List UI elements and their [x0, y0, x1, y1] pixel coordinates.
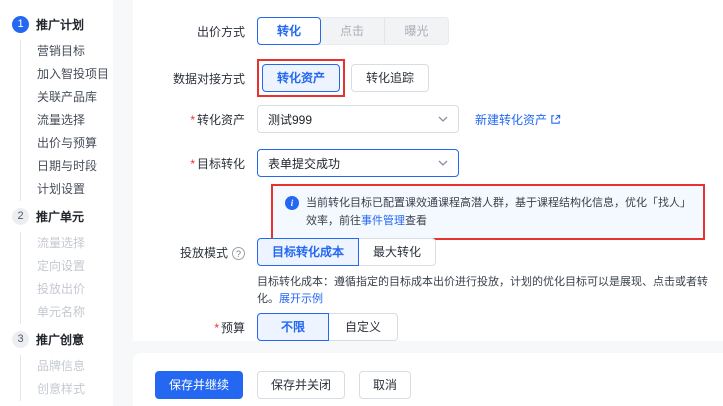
sidebar-item-unit-name: 单元名称: [37, 305, 86, 319]
data-connection-option-tracking[interactable]: 转化追踪: [351, 64, 430, 92]
cancel-button[interactable]: 取消: [359, 370, 412, 399]
expand-example-link[interactable]: 展开示例: [279, 293, 323, 305]
sidebar-item-marketing-goal[interactable]: 营销目标: [37, 44, 86, 58]
target-conversion-row: *目标转化 表单提交成功: [133, 149, 459, 177]
target-conversion-label: *目标转化: [190, 156, 245, 171]
chevron-down-icon: [438, 160, 448, 166]
sidebar-item-creative-style: 创意样式: [37, 382, 86, 396]
chevron-down-icon: [438, 116, 448, 122]
form-footer-bar: 保存并继续 保存并关闭 取消: [133, 353, 723, 406]
step-3-label: 推广创意: [36, 332, 85, 347]
steps-sidebar: 1 推广计划 营销目标 加入智投项目 关联产品库 流量选择 出价与预算 日期与时…: [0, 0, 113, 406]
plan-form-card: 出价方式 转化 点击 曝光 数据对接方式 转化资产 转化追踪 *转化资产 测试9…: [133, 0, 723, 341]
conversion-asset-label: *转化资产: [190, 112, 245, 127]
conversion-asset-select[interactable]: 测试999: [257, 105, 459, 133]
external-link-icon: [551, 114, 561, 124]
sidebar-item-smart-project[interactable]: 加入智投项目: [37, 67, 110, 81]
step-1-label: 推广计划: [36, 17, 85, 32]
conversion-asset-value: 测试999: [268, 112, 313, 127]
step-3-circle: 3: [12, 330, 29, 348]
required-asterisk: *: [190, 156, 195, 171]
save-and-close-button[interactable]: 保存并关闭: [257, 370, 346, 399]
sidebar-item-date-schedule[interactable]: 日期与时段: [37, 159, 98, 173]
bid-method-option-impression[interactable]: 曝光: [384, 18, 448, 44]
bid-method-segmented: 转化 点击 曝光: [257, 17, 449, 45]
annotation-highlight-conversion-asset: 转化资产: [257, 59, 346, 97]
step-2-label: 推广单元: [36, 209, 85, 224]
info-icon: i: [285, 196, 299, 210]
alert-text: 当前转化目标已配置课效通课程高潜人群，基于课程结构化信息，优化「找人」效率，前往…: [306, 197, 691, 227]
delivery-mode-option-target-cost[interactable]: 目标转化成本: [257, 238, 360, 266]
required-asterisk: *: [190, 112, 195, 127]
sidebar-item-unit-traffic: 流量选择: [37, 236, 86, 250]
delivery-mode-description: 目标转化成本：遵循指定的目标成本出价进行投放，计划的优化目标可以是展现、点击或者…: [257, 276, 708, 305]
budget-options: 不限 自定义: [257, 313, 398, 341]
sidebar-item-targeting: 定向设置: [37, 259, 86, 273]
conversion-target-alert: i 当前转化目标已配置课效通课程高潜人群，基于课程结构化信息，优化「找人」效率，…: [273, 186, 703, 238]
save-and-continue-button[interactable]: 保存并继续: [155, 370, 244, 399]
step-1-plan[interactable]: 1 推广计划: [12, 15, 113, 33]
target-conversion-select[interactable]: 表单提交成功: [257, 149, 459, 177]
budget-option-unlimited[interactable]: 不限: [257, 313, 329, 341]
bid-method-label: 出价方式: [196, 24, 245, 39]
bid-method-row: 出价方式 转化 点击 曝光: [133, 17, 449, 45]
budget-option-custom[interactable]: 自定义: [328, 313, 398, 341]
sidebar-item-traffic-select[interactable]: 流量选择: [37, 113, 86, 127]
target-conversion-value: 表单提交成功: [268, 156, 341, 171]
step-2-items: 流量选择 定向设置 投放出价 单元名称: [20, 232, 113, 324]
data-connection-label: 数据对接方式: [172, 71, 245, 86]
event-management-link[interactable]: 事件管理: [361, 215, 405, 227]
step-2-circle: 2: [12, 207, 29, 225]
delivery-mode-options: 目标转化成本 最大转化: [257, 238, 437, 266]
delivery-mode-row: 投放模式? 目标转化成本 最大转化: [133, 238, 437, 266]
delivery-mode-option-max-conversion[interactable]: 最大转化: [358, 238, 437, 266]
data-connection-option-asset[interactable]: 转化资产: [262, 64, 341, 92]
bid-method-option-conversion[interactable]: 转化: [257, 17, 321, 45]
step-1-items: 营销目标 加入智投项目 关联产品库 流量选择 出价与预算 日期与时段 计划设置: [20, 40, 113, 201]
required-asterisk: *: [214, 320, 219, 335]
sidebar-item-brand-info: 品牌信息: [37, 359, 86, 373]
create-conversion-asset-link[interactable]: 新建转化资产: [475, 111, 561, 128]
sidebar-item-bid-budget[interactable]: 出价与预算: [37, 136, 98, 150]
data-connection-row: 数据对接方式 转化资产 转化追踪: [133, 59, 430, 97]
help-icon[interactable]: ?: [232, 247, 245, 260]
step-1-circle: 1: [12, 15, 29, 33]
budget-label: *预算: [214, 320, 245, 335]
sidebar-item-unit-bid: 投放出价: [37, 282, 86, 296]
step-2-unit[interactable]: 2 推广单元: [12, 207, 113, 225]
conversion-asset-row: *转化资产 测试999 新建转化资产: [133, 105, 561, 133]
step-3-creative[interactable]: 3 推广创意: [12, 330, 113, 348]
annotation-highlight-alert: i 当前转化目标已配置课效通课程高潜人群，基于课程结构化信息，优化「找人」效率，…: [271, 184, 705, 240]
delivery-mode-label: 投放模式?: [133, 244, 245, 261]
step-3-items: 品牌信息 创意样式: [20, 355, 113, 401]
budget-row: *预算 不限 自定义: [133, 313, 398, 341]
bid-method-option-click[interactable]: 点击: [339, 24, 364, 38]
sidebar-item-plan-settings[interactable]: 计划设置: [37, 182, 86, 196]
sidebar-item-product-library[interactable]: 关联产品库: [37, 90, 98, 104]
